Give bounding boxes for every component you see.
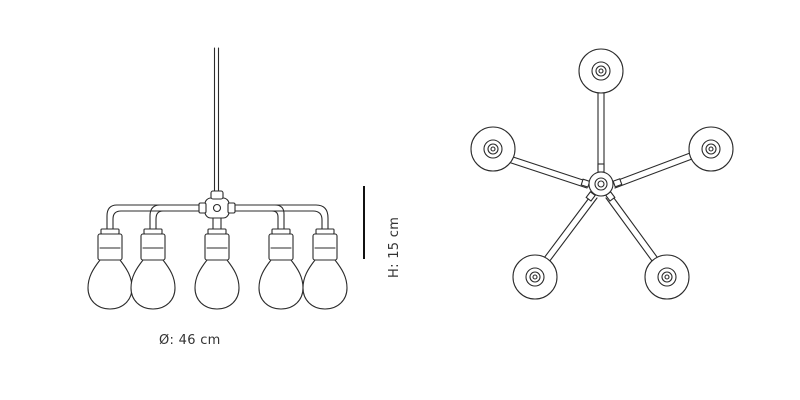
bulb-2 [130, 228, 176, 310]
bulb-1 [87, 228, 133, 310]
bulb-3 [194, 228, 240, 310]
plan-hub [588, 171, 614, 197]
plan-bulb-right [688, 126, 734, 172]
bulb-4 [258, 228, 304, 310]
suspension-cord [213, 47, 220, 195]
left-arm-bar [106, 204, 206, 231]
plan-arm-top [597, 80, 605, 171]
central-hub [198, 190, 236, 233]
top-view [470, 48, 734, 300]
bulb-5 [302, 228, 348, 310]
diameter-label: Ø: 46 cm [159, 333, 221, 348]
right-arm-bar [228, 204, 329, 231]
plan-bulb-lower-left [512, 254, 558, 300]
height-label: H: 15 cm [387, 217, 402, 278]
plan-bulb-top [578, 48, 624, 94]
plan-bulb-lower-right [644, 254, 690, 300]
height-dimension: H: 15 cm [363, 186, 402, 278]
front-view [87, 47, 348, 310]
plan-bulb-left [470, 126, 516, 172]
